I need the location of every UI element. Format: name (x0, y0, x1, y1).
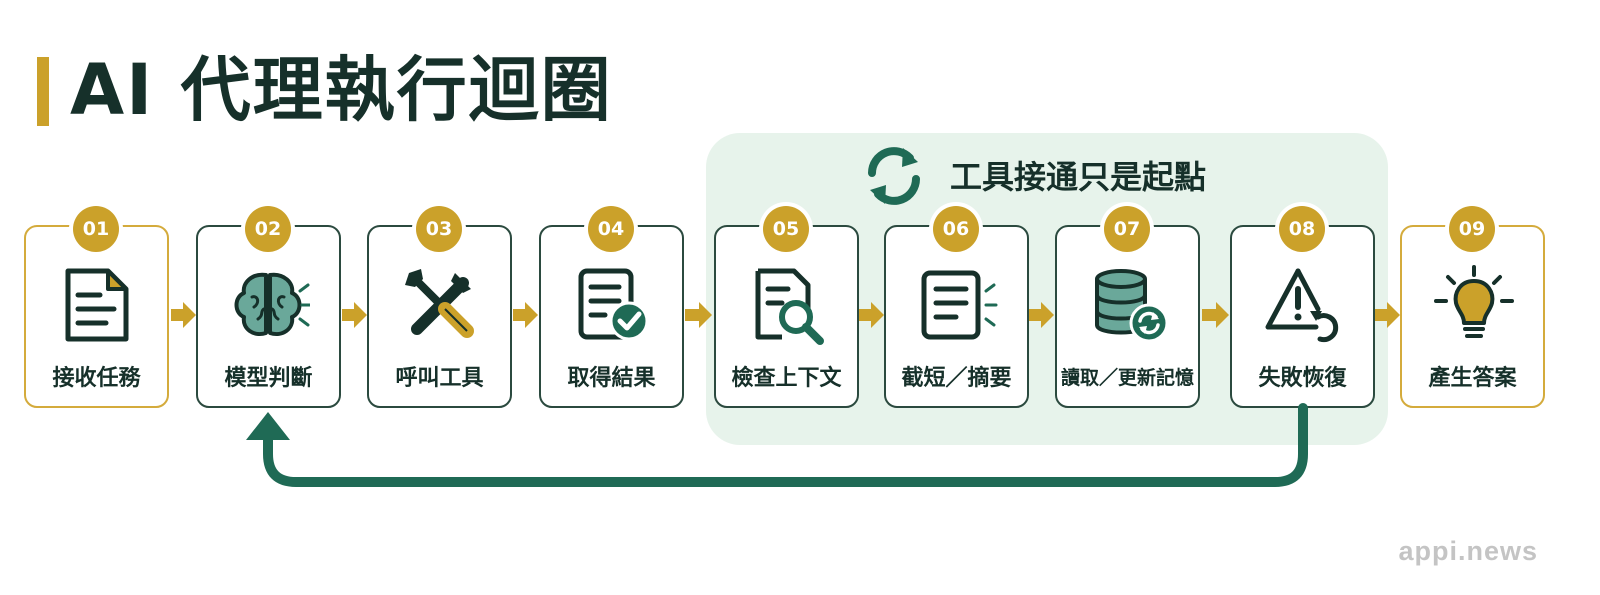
step-label: 取得結果 (567, 366, 656, 391)
step-number-badge: 04 (588, 206, 634, 252)
watermark: appi.news (1398, 536, 1538, 566)
flow-arrow (342, 302, 367, 328)
flow-arrow (859, 302, 884, 328)
document-icon (65, 268, 129, 342)
flow-arrow (1202, 302, 1229, 328)
step-label: 呼叫工具 (395, 366, 484, 391)
step-read-update-memory: 讀取／更新記憶 (1055, 225, 1200, 408)
flow-arrow (685, 302, 712, 328)
step-model-judgment: 模型判斷 (196, 225, 341, 408)
document-search-icon (755, 268, 824, 345)
step-label: 模型判斷 (224, 366, 313, 391)
step-label: 讀取／更新記憶 (1060, 367, 1194, 389)
step-label: 檢查上下文 (731, 366, 842, 391)
flow-arrow (513, 302, 538, 328)
step-number-badge: 05 (763, 206, 809, 252)
step-number-badge: 07 (1104, 206, 1150, 252)
flow-arrow (1029, 302, 1054, 328)
step-get-result: 取得結果 (539, 225, 684, 408)
flow-arrow (1375, 302, 1400, 328)
document-check-icon (578, 268, 649, 341)
step-label: 產生答案 (1428, 366, 1517, 391)
step-number-badge: 06 (933, 206, 979, 252)
refresh-cycle-icon (868, 147, 920, 205)
highlight-region-label: 工具接通只是起點 (950, 158, 1207, 196)
wrench-screwdriver-icon (405, 269, 474, 338)
step-check-context: 檢查上下文 (714, 225, 859, 408)
step-number-badge: 03 (416, 206, 462, 252)
step-number-badge: 09 (1449, 206, 1495, 252)
page-title: AI 代理執行迴圈 (70, 49, 613, 131)
warning-undo-icon (1265, 268, 1339, 343)
title-accent-bar (37, 57, 49, 126)
step-label: 失敗恢復 (1258, 366, 1347, 391)
step-number-badge: 02 (245, 206, 291, 252)
step-label: 截短／摘要 (901, 366, 1012, 391)
step-failure-recovery: 失敗恢復 (1230, 225, 1375, 408)
step-call-tool: 呼叫工具 (367, 225, 512, 408)
step-number-badge: 08 (1279, 206, 1325, 252)
document-lines-icon (921, 270, 998, 340)
database-sync-icon (1095, 269, 1169, 343)
flow-arrow (171, 302, 196, 328)
step-generate-answer: 產生答案 (1400, 225, 1545, 408)
brain-icon (234, 272, 310, 336)
step-label: 接收任務 (52, 366, 141, 391)
step-receive-task: 接收任務 (24, 225, 169, 408)
step-number-badge: 01 (73, 206, 119, 252)
lightbulb-icon (1434, 265, 1514, 338)
